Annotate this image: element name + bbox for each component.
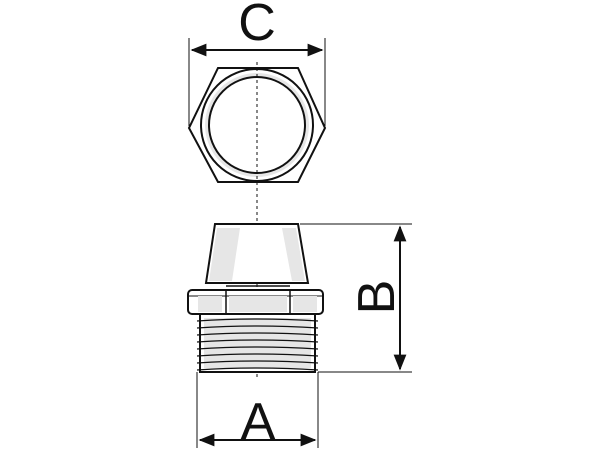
dimension-a: A: [196, 372, 319, 450]
thread-ridge: [196, 346, 319, 350]
thread-ridge: [196, 367, 319, 371]
side-view-fitting: [187, 223, 324, 373]
thread-ridge: [196, 360, 319, 364]
dimension-b: B: [300, 223, 412, 373]
cone-shading: [209, 228, 240, 281]
threaded-body: [196, 313, 319, 373]
thread-ridge: [196, 325, 319, 329]
label-a: A: [241, 393, 276, 450]
label-b: B: [348, 280, 406, 315]
dimension-c: C: [188, 0, 326, 126]
label-c: C: [238, 0, 276, 52]
thread-ridge: [196, 332, 319, 336]
thread-ridge: [196, 353, 319, 357]
cone-shading-right: [282, 228, 305, 281]
thread-ridge: [196, 339, 319, 343]
thread-ridge: [196, 318, 319, 322]
hex-nut-profile: [187, 285, 324, 315]
